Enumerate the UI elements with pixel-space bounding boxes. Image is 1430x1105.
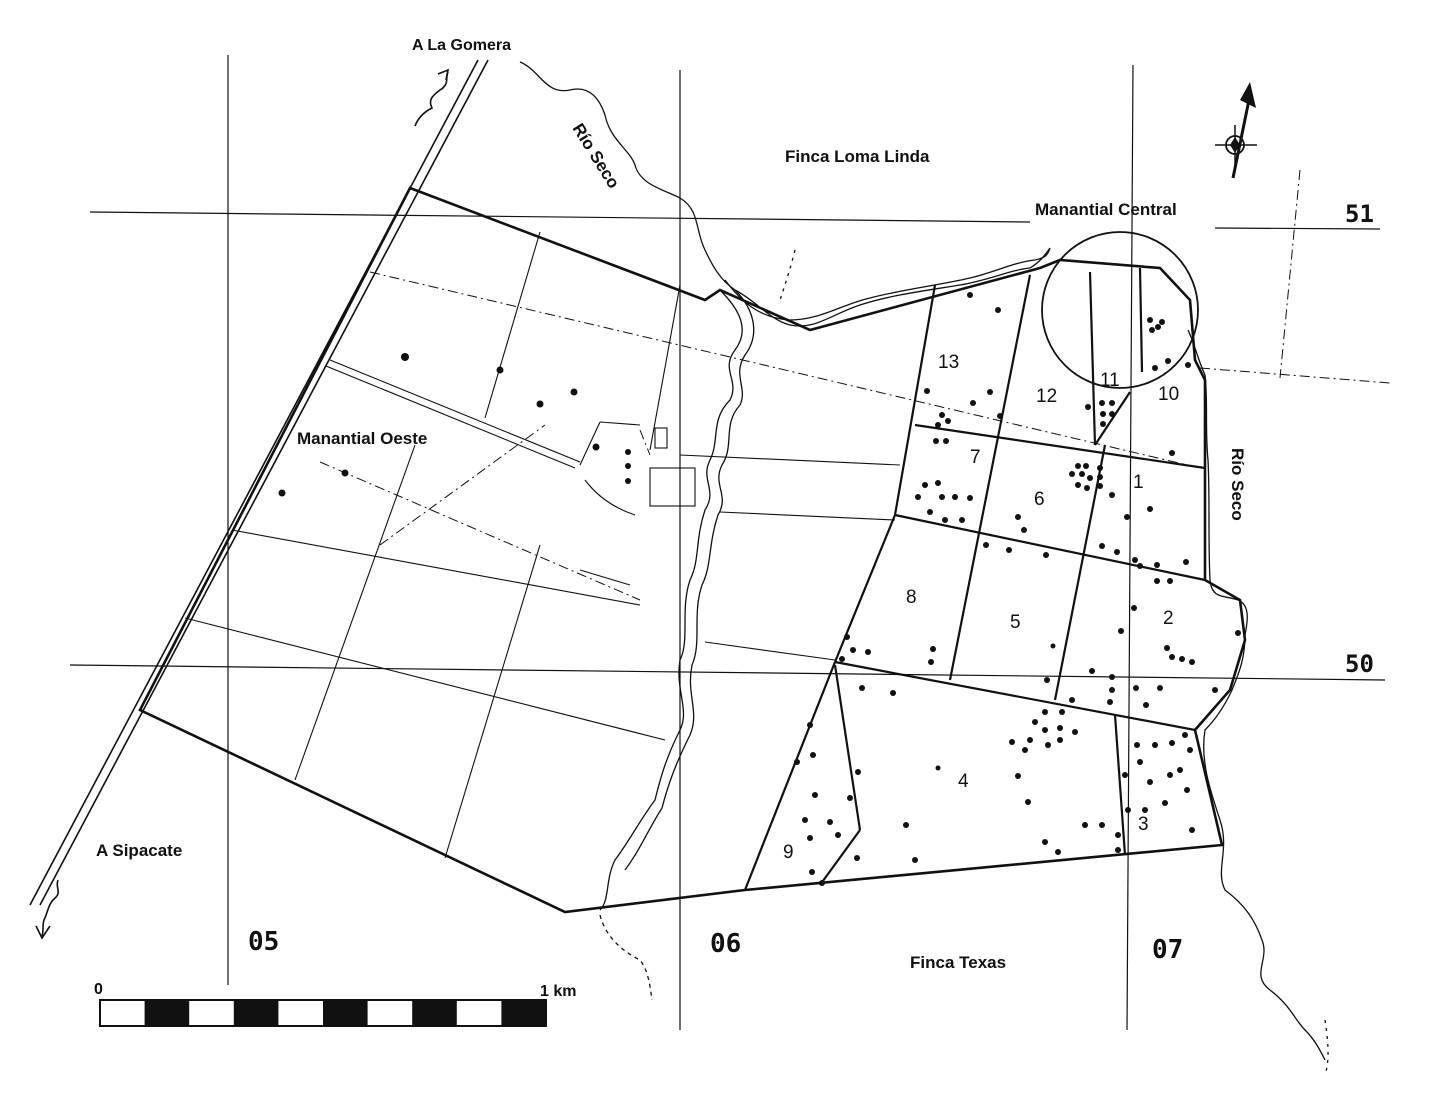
plot-label-1: 1 (1133, 472, 1144, 493)
label-manantial-central: Manantial Central (1035, 200, 1177, 219)
plot-label-13: 13 (938, 352, 959, 373)
label-manantial-oeste: Manantial Oeste (297, 429, 427, 448)
label-to-sipacate: A Sipacate (96, 841, 182, 860)
grid-label-50: 50 (1345, 650, 1374, 678)
sample-points (278, 292, 1241, 886)
dashdot-lines (319, 169, 1391, 601)
plot-label-11: 11 (1100, 370, 1120, 391)
rivers (519, 61, 1329, 1076)
plot-label-2: 2 (1163, 608, 1174, 629)
label-finca-loma-linda: Finca Loma Linda (785, 147, 930, 166)
plot-label-4: 4 (958, 771, 969, 792)
grid-label-05: 05 (248, 927, 279, 957)
place-labels: A La Gomera A Sipacate Finca Loma Linda … (96, 37, 1247, 972)
west-field-lines (184, 231, 901, 859)
plot-labels: 1 2 3 4 5 6 7 8 9 10 11 12 13 (783, 352, 1179, 863)
plot-label-8: 8 (906, 587, 917, 608)
plot-label-9: 9 (783, 842, 794, 863)
plot-label-5: 5 (1010, 612, 1021, 633)
coordinate-grid (69, 55, 1386, 1031)
scale-end-label: 1 km (540, 983, 576, 1000)
label-to-la-gomera: A La Gomera (412, 37, 511, 54)
grid-labels: 05 06 07 51 50 (248, 200, 1374, 965)
grid-label-51: 51 (1345, 200, 1374, 228)
plot-label-10: 10 (1158, 384, 1179, 405)
plot-label-3: 3 (1138, 814, 1149, 835)
grid-label-07: 07 (1152, 935, 1183, 965)
scale-bar: 0 1 km (94, 981, 576, 1027)
north-arrow-icon (1215, 82, 1257, 179)
plot-label-7: 7 (970, 447, 981, 468)
label-rio-seco-north: Río Seco (569, 120, 624, 192)
farm-boundary (138, 186, 1247, 914)
scale-start-label: 0 (94, 981, 103, 998)
plot-label-6: 6 (1034, 489, 1045, 510)
plot-label-12: 12 (1036, 386, 1057, 407)
grid-label-06: 06 (710, 929, 741, 959)
central-spring-circle (1041, 231, 1199, 389)
label-rio-seco-east: Río Seco (1228, 448, 1247, 521)
east-field-lines (743, 267, 1206, 891)
label-finca-texas: Finca Texas (910, 953, 1006, 972)
